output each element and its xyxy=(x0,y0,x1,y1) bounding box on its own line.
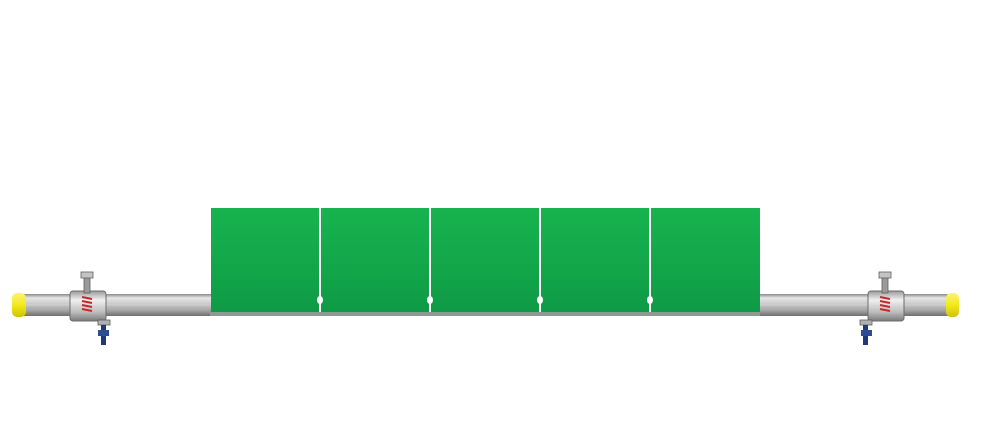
end-cap-icon xyxy=(946,293,959,317)
blade-segment xyxy=(211,208,319,312)
end-cap-icon xyxy=(12,293,26,317)
blade-seams xyxy=(317,208,653,312)
tensioner-icon xyxy=(859,271,905,345)
blade-assembly xyxy=(211,208,760,312)
blade-base-strip xyxy=(210,310,760,316)
blade-segment xyxy=(651,208,760,312)
tensioner-icon xyxy=(69,271,111,345)
blade-segment xyxy=(431,208,539,312)
blade-segment xyxy=(541,208,649,312)
blade-segment xyxy=(321,208,429,312)
